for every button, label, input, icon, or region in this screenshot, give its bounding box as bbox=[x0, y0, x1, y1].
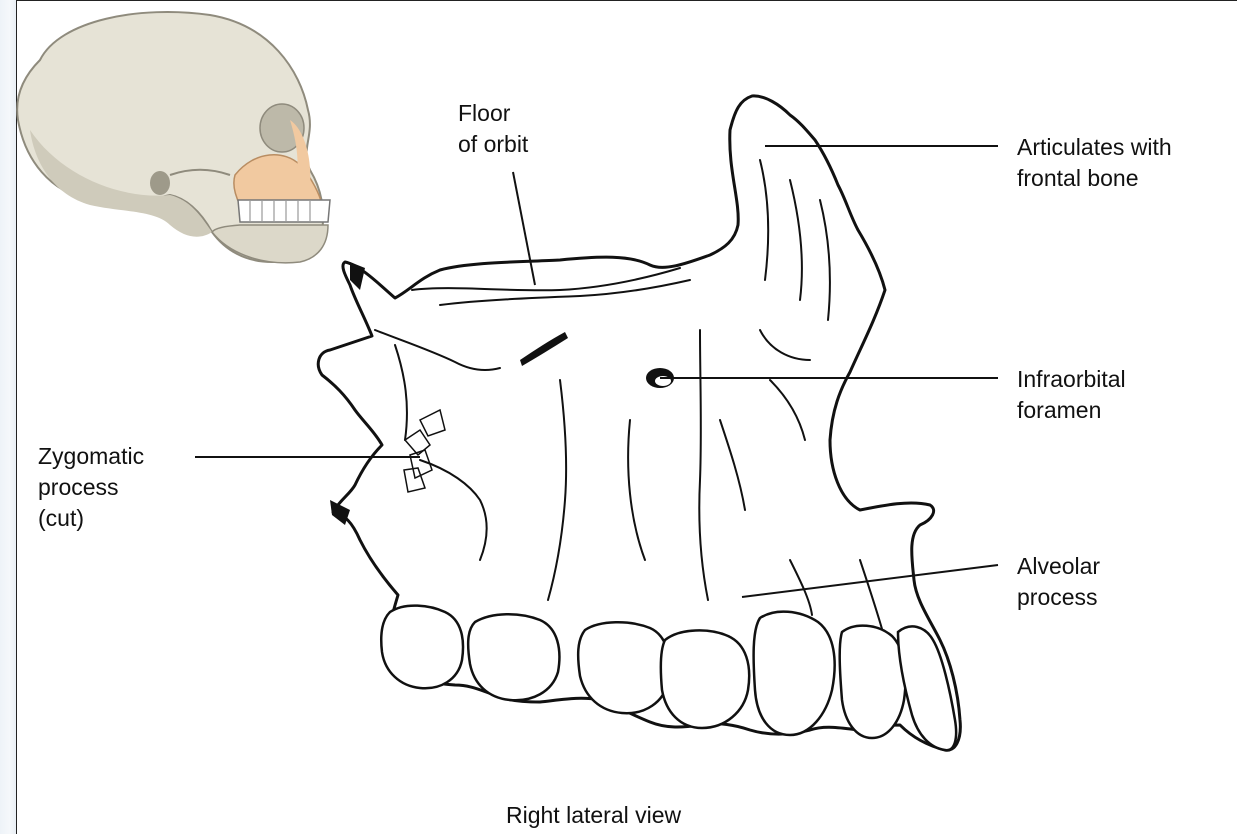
label-floor-of-orbit: Floor of orbit bbox=[458, 98, 528, 160]
label-line: frontal bone bbox=[1017, 163, 1172, 194]
label-line: (cut) bbox=[38, 503, 144, 534]
label-line: Articulates with bbox=[1017, 132, 1172, 163]
label-line: Infraorbital bbox=[1017, 364, 1126, 395]
label-articulates-with-frontal-bone: Articulates with frontal bone bbox=[1017, 132, 1172, 194]
caption: Right lateral view bbox=[506, 800, 681, 831]
label-zygomatic-process: Zygomatic process (cut) bbox=[38, 441, 144, 534]
label-line: Alveolar bbox=[1017, 551, 1100, 582]
label-line: process bbox=[1017, 582, 1100, 613]
label-line: of orbit bbox=[458, 129, 528, 160]
label-infraorbital-foramen: Infraorbital foramen bbox=[1017, 364, 1126, 426]
label-alveolar-process: Alveolar process bbox=[1017, 551, 1100, 613]
label-line: foramen bbox=[1017, 395, 1126, 426]
skull-thumbnail bbox=[17, 12, 330, 263]
label-line: Floor bbox=[458, 98, 528, 129]
label-line: process bbox=[38, 472, 144, 503]
label-line: Zygomatic bbox=[38, 441, 144, 472]
